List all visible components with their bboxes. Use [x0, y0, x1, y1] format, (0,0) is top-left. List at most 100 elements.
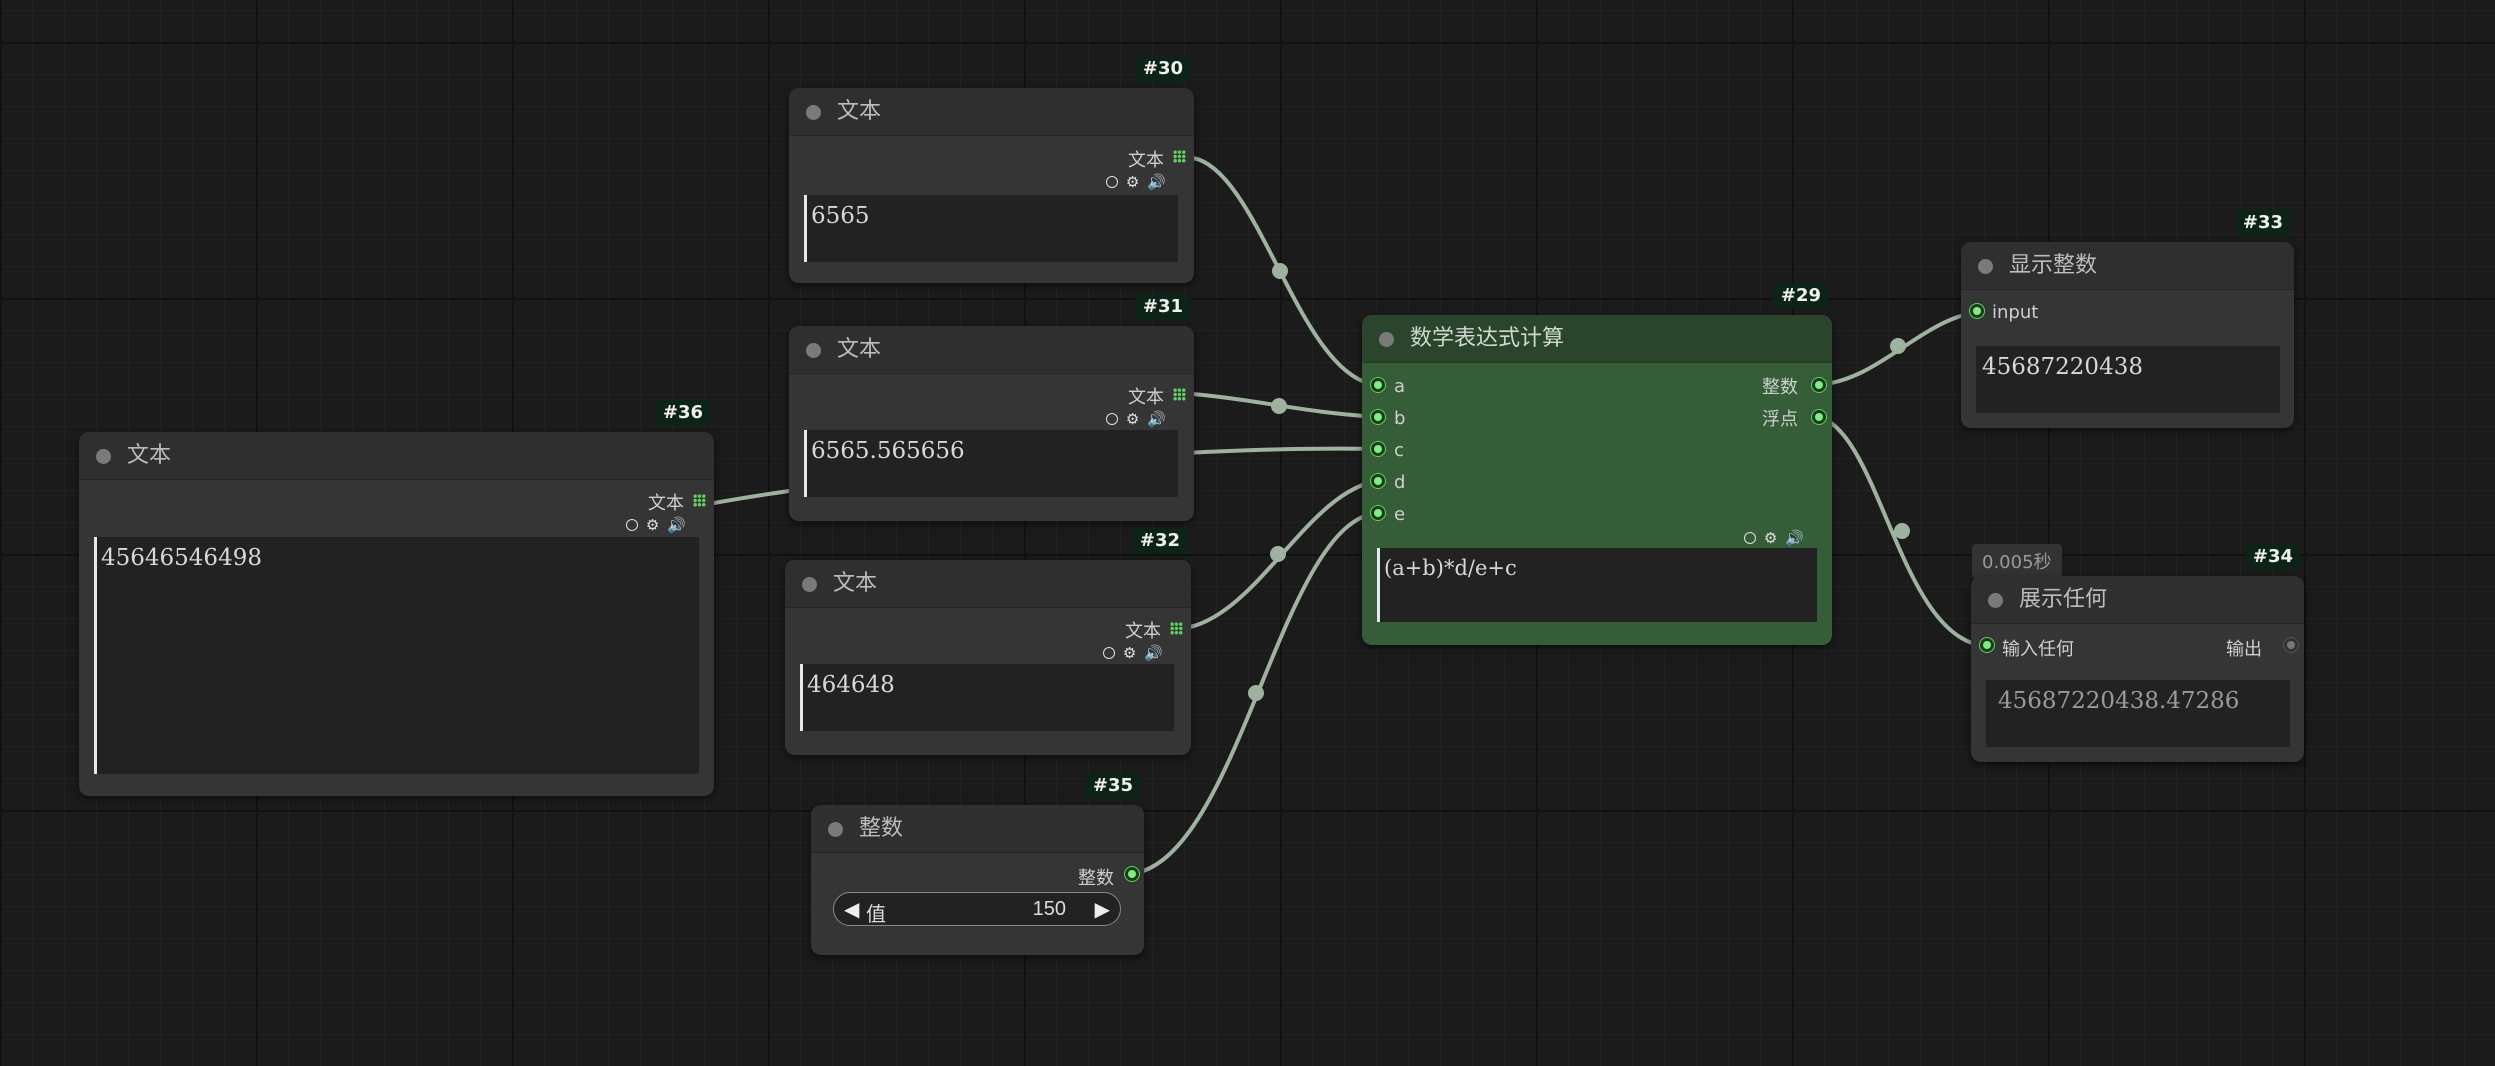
- speaker-icon[interactable]: 🔊: [1147, 172, 1166, 191]
- gear-icon[interactable]: ⚙: [1125, 172, 1140, 191]
- text-input-area[interactable]: 6565.565656: [804, 430, 1178, 497]
- circle-icon[interactable]: [1105, 413, 1118, 425]
- node-title-bar[interactable]: 文本: [79, 432, 714, 480]
- wire-midpoint: [1890, 338, 1906, 354]
- output-label: 输出: [2226, 639, 2262, 660]
- expression-input[interactable]: (a+b)*d/e+c: [1377, 548, 1817, 622]
- speaker-icon[interactable]: 🔊: [667, 515, 686, 534]
- collapse-dot[interactable]: [806, 105, 821, 120]
- speaker-icon[interactable]: 🔊: [1785, 528, 1804, 547]
- node-title: 文本: [837, 99, 882, 124]
- node-title-bar[interactable]: 整数: [811, 805, 1144, 853]
- speaker-icon[interactable]: 🔊: [1147, 409, 1166, 428]
- node-title: 展示任何: [2019, 587, 2108, 612]
- stepper-label: 值: [866, 904, 886, 926]
- input-label-c: c: [1394, 440, 1404, 461]
- integer-display: 45687220438: [1976, 346, 2280, 413]
- circle-icon[interactable]: [1105, 176, 1118, 188]
- text-input-area[interactable]: 6565: [804, 195, 1178, 262]
- output-label: 整数: [1078, 868, 1114, 889]
- text-node-31[interactable]: #31 文本 文本 ⚙ 🔊 6565.565656: [789, 294, 1194, 521]
- grid-icon[interactable]: [1173, 388, 1186, 401]
- node-title-bar[interactable]: 文本: [789, 326, 1194, 374]
- input-label-b: b: [1394, 408, 1406, 429]
- node-title-bar[interactable]: 展示任何: [1971, 576, 2304, 624]
- output-port-float[interactable]: [1812, 410, 1826, 424]
- input-port[interactable]: [1980, 638, 1994, 652]
- output-port-integer[interactable]: [1812, 378, 1826, 392]
- input-port-c[interactable]: [1371, 442, 1385, 456]
- circle-icon[interactable]: [625, 519, 638, 531]
- node-title: 文本: [127, 443, 172, 468]
- node-title: 文本: [833, 571, 878, 596]
- gear-icon[interactable]: ⚙: [1763, 528, 1778, 547]
- show-any-node-34[interactable]: #34 展示任何 输入任何 输出 45687220438.47286: [1971, 544, 2304, 762]
- input-label-d: d: [1394, 472, 1406, 493]
- text-input-area[interactable]: 45646546498: [94, 537, 699, 774]
- wire-midpoint: [1894, 523, 1910, 539]
- gear-icon[interactable]: ⚙: [645, 515, 660, 534]
- wire-midpoint: [1271, 398, 1287, 414]
- text-input-area[interactable]: 464648: [800, 664, 1174, 731]
- collapse-dot[interactable]: [1988, 593, 2003, 608]
- input-label-a: a: [1394, 376, 1406, 397]
- grid-icon[interactable]: [1170, 622, 1183, 635]
- wire-midpoint: [1270, 546, 1286, 562]
- node-id-badge: #36: [655, 400, 710, 426]
- grid-icon[interactable]: [693, 494, 706, 507]
- node-id-badge: #33: [2235, 210, 2290, 236]
- node-title-bar[interactable]: 显示整数: [1961, 242, 2294, 290]
- output-port[interactable]: [1125, 867, 1139, 881]
- grid-icon[interactable]: [1173, 150, 1186, 163]
- text-node-30[interactable]: #30 文本 文本 ⚙ 🔊 6565: [789, 56, 1194, 283]
- wire-30-a: [1191, 156, 1380, 387]
- gear-icon[interactable]: ⚙: [1125, 409, 1140, 428]
- circle-icon[interactable]: [1102, 647, 1115, 659]
- value-stepper[interactable]: ◀ 值 150 ▶: [833, 892, 1121, 926]
- wire-29-33: [1816, 310, 1980, 387]
- input-port-e[interactable]: [1371, 506, 1385, 520]
- integer-node-35[interactable]: #35 整数 整数 ◀ 值 150 ▶: [811, 773, 1144, 955]
- collapse-dot[interactable]: [1379, 332, 1394, 347]
- input-port-a[interactable]: [1371, 378, 1385, 392]
- collapse-dot[interactable]: [96, 449, 111, 464]
- math-expression-node-29[interactable]: #29 数学表达式计算 a b c d e 整数 浮点 ⚙ 🔊 (a+b)*d/…: [1362, 283, 1832, 645]
- input-port-d[interactable]: [1371, 474, 1385, 488]
- text-node-36[interactable]: #36 文本 文本 ⚙ 🔊 45646546498: [79, 400, 714, 796]
- widget-toolbar: ⚙ 🔊: [1102, 643, 1163, 662]
- widget-toolbar: ⚙ 🔊: [1105, 409, 1166, 428]
- node-title-bar[interactable]: 数学表达式计算: [1362, 315, 1832, 363]
- output-label: 文本: [1125, 621, 1161, 642]
- display-integer-node-33[interactable]: #33 显示整数 input 45687220438: [1961, 210, 2294, 428]
- arrow-right-icon[interactable]: ▶: [1094, 899, 1110, 921]
- arrow-left-icon[interactable]: ◀: [844, 899, 860, 921]
- input-port[interactable]: [1970, 304, 1984, 318]
- circle-icon[interactable]: [1743, 532, 1756, 544]
- text-node-32[interactable]: #32 文本 文本 ⚙ 🔊 464648: [785, 528, 1191, 755]
- stepper-value[interactable]: 150: [1032, 898, 1066, 920]
- collapse-dot[interactable]: [806, 343, 821, 358]
- node-id-badge: #31: [1135, 294, 1190, 320]
- node-title-bar[interactable]: 文本: [785, 560, 1191, 608]
- input-port-b[interactable]: [1371, 410, 1385, 424]
- node-id-badge: #29: [1773, 283, 1828, 309]
- gear-icon[interactable]: ⚙: [1122, 643, 1137, 662]
- widget-toolbar: ⚙ 🔊: [625, 515, 686, 534]
- node-title: 显示整数: [2009, 253, 2098, 278]
- output-port[interactable]: [2284, 638, 2298, 652]
- wire-29-34: [1816, 415, 1988, 648]
- input-label-e: e: [1394, 504, 1406, 525]
- output-label-integer: 整数: [1762, 377, 1798, 398]
- node-id-badge: #30: [1135, 56, 1190, 82]
- widget-toolbar: ⚙ 🔊: [1105, 172, 1166, 191]
- wire-31-b: [1191, 392, 1380, 419]
- node-title-bar[interactable]: 文本: [789, 88, 1194, 136]
- collapse-dot[interactable]: [1978, 259, 1993, 274]
- output-label: 文本: [648, 493, 684, 514]
- widget-toolbar: ⚙ 🔊: [1743, 528, 1804, 547]
- speaker-icon[interactable]: 🔊: [1144, 643, 1163, 662]
- collapse-dot[interactable]: [828, 822, 843, 837]
- collapse-dot[interactable]: [802, 577, 817, 592]
- output-label-float: 浮点: [1762, 409, 1798, 430]
- any-display: 45687220438.47286: [1986, 680, 2290, 747]
